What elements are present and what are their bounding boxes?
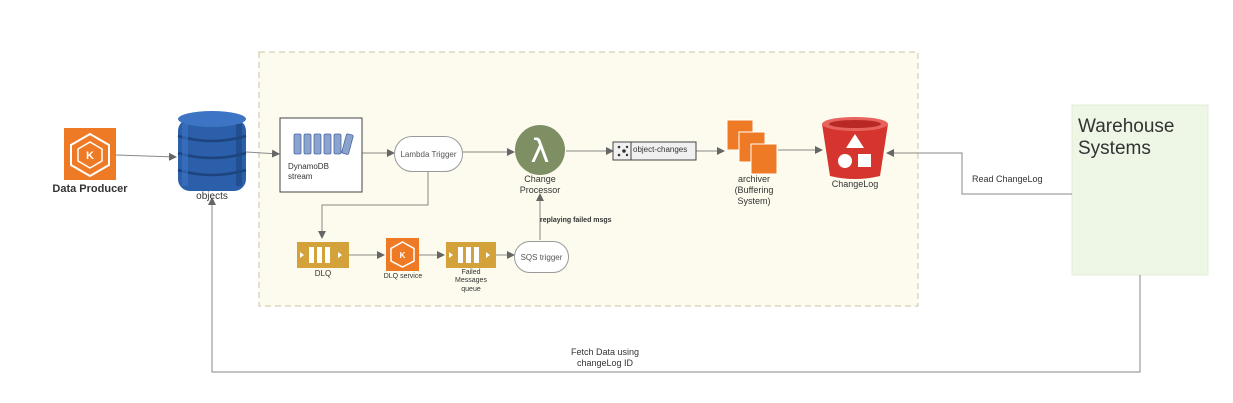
dlq-label: DLQ (314, 269, 332, 278)
dynamodb-stream-label: DynamoDB stream (288, 162, 329, 181)
sqs-queue-icon (297, 242, 349, 268)
data-producer-label: Data Producer (52, 183, 128, 195)
s3-bucket-icon (822, 117, 888, 179)
warehouse-box (1071, 104, 1209, 276)
edge-lambda-trigger-dlq (318, 172, 429, 239)
stream-icon (293, 133, 354, 155)
ecs-icon: K (64, 128, 116, 180)
dlq-service-label: DLQ service (383, 273, 423, 280)
firehose-icon (726, 119, 778, 175)
sqs-trigger-node: SQS trigger (514, 241, 569, 273)
objects-label: objects (196, 191, 228, 202)
connectors (115, 146, 1141, 373)
topic-box (612, 141, 697, 161)
edge-warehouse-changelog (886, 149, 1072, 195)
changelog-label: ChangeLog (831, 179, 879, 189)
object-changes-label: object-changes (633, 145, 688, 154)
svg-text:K: K (400, 251, 406, 260)
failed-messages-queue-label: Failed Messages queue (455, 269, 487, 293)
read-changelog-label: Read ChangeLog (972, 174, 1062, 185)
change-processor-label: Change Processor (519, 174, 561, 195)
sqs-queue-icon (446, 242, 496, 268)
fetch-data-label: Fetch Data using changeLog ID (570, 347, 640, 368)
edge-warehouse-objects (208, 197, 1141, 373)
processing-container (258, 51, 919, 307)
sns-topic-icon (617, 145, 629, 157)
edge-producer-objects (115, 152, 177, 161)
ecs-icon: K (386, 238, 419, 271)
svg-text:λ: λ (531, 132, 550, 170)
dynamodb-icon (177, 111, 247, 191)
archiver-label: archiver (Buffering System) (734, 174, 774, 206)
svg-text:K: K (86, 150, 94, 162)
lambda-icon: λ (515, 125, 565, 175)
replaying-failed-msgs-label: replaying failed msgs (540, 217, 612, 224)
stream-box (279, 117, 363, 193)
warehouse-title: Warehouse Systems (1078, 116, 1175, 159)
edge-objects-stream (245, 149, 280, 158)
lambda-trigger-node: Lambda Trigger (394, 136, 463, 172)
